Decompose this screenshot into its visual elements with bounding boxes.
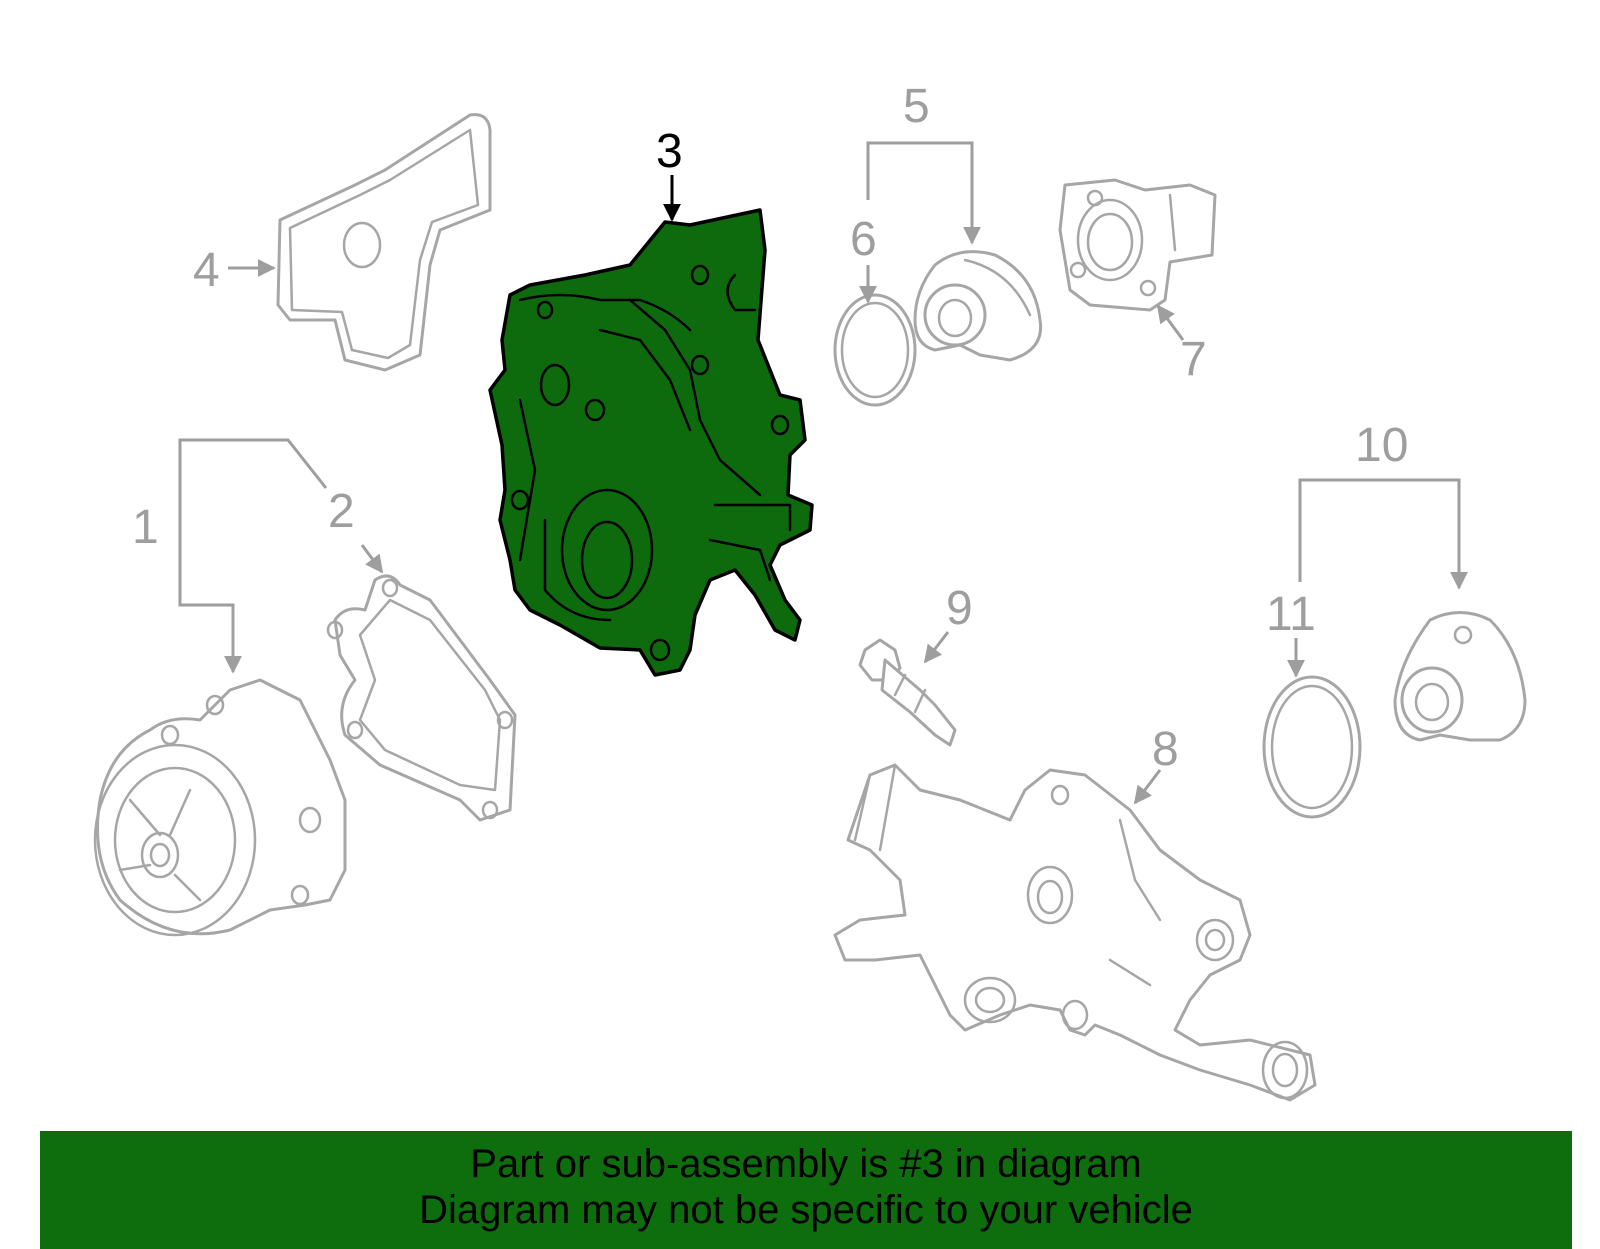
part-7-inlet[interactable]: [1058, 178, 1217, 312]
callout-6: 6: [850, 213, 877, 266]
callout-11: 11: [1266, 588, 1316, 641]
part-3-timing-cover[interactable]: [488, 208, 814, 677]
part-10-thermostat[interactable]: [1393, 611, 1527, 742]
part-4-gasket[interactable]: [276, 113, 492, 372]
banner-line-2: Diagram may not be specific to your vehi…: [419, 1188, 1193, 1232]
part-8-outlet-housing[interactable]: [833, 763, 1317, 1102]
callout-5: 5: [903, 80, 930, 133]
info-banner: Part or sub-assembly is #3 in diagram Di…: [40, 1131, 1572, 1249]
callout-4: 4: [193, 244, 220, 297]
part-2-gasket[interactable]: [326, 574, 517, 822]
part-9-sensor[interactable]: [858, 638, 957, 747]
banner-line-1: Part or sub-assembly is #3 in diagram: [470, 1142, 1142, 1186]
leader-lines: [178, 141, 1468, 805]
part-6-o-ring[interactable]: [833, 293, 917, 407]
callout-10: 10: [1355, 419, 1408, 472]
callout-3: 3: [656, 125, 683, 178]
callout-1: 1: [132, 501, 159, 554]
part-11-o-ring[interactable]: [1262, 675, 1362, 819]
callout-8: 8: [1152, 723, 1179, 776]
callout-labels: 1 2 3 4 5 6 7 8 9 10 11: [132, 80, 1408, 776]
part-5-thermostat-housing[interactable]: [913, 250, 1043, 362]
part-1-water-pump[interactable]: [93, 678, 347, 937]
callout-9: 9: [946, 582, 973, 635]
callout-2: 2: [328, 485, 355, 538]
callout-7: 7: [1180, 333, 1207, 386]
